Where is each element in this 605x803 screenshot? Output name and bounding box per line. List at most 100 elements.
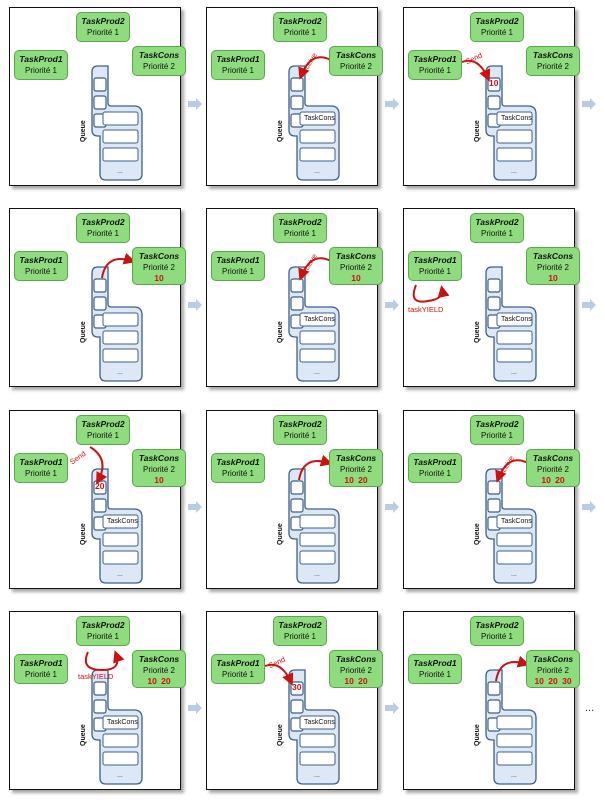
queue-row-1 <box>299 312 336 327</box>
queue-label: Queue <box>474 523 481 545</box>
task-priority: Priorité 2 <box>142 465 175 474</box>
flow-arrow <box>188 299 202 311</box>
queue-row-1 <box>496 312 533 327</box>
task-name: TaskProd1 <box>216 658 260 668</box>
queue-row-2 <box>496 330 533 345</box>
task-priority: Priorité 1 <box>221 66 254 75</box>
task-priority: Priorité 2 <box>536 465 569 474</box>
queue-row-2 <box>299 330 336 345</box>
queue-row-3 <box>496 751 533 766</box>
queue-row-2 <box>102 733 139 748</box>
received-values: 10 20 <box>344 676 368 686</box>
flow-arrow-shape <box>385 501 399 513</box>
task-priority: Priorité 1 <box>221 670 254 679</box>
task-name: TaskCons <box>532 251 574 261</box>
task-name: TaskProd2 <box>81 620 125 630</box>
queue-row-2 <box>102 129 139 144</box>
blocked-task-label: TaskCons <box>107 518 138 525</box>
task-priority: Priorité 1 <box>86 229 119 238</box>
panel-graphics <box>91 252 143 382</box>
queue-slot-1 <box>290 480 304 495</box>
queue-slot-2 <box>93 95 107 110</box>
queue-label: Queue <box>80 523 87 545</box>
flow-arrow-shape <box>188 299 202 311</box>
task-name: TaskCons <box>138 251 180 261</box>
task-priority: Priorité 1 <box>480 431 513 440</box>
queue-slot-2 <box>487 699 501 714</box>
task-name: TaskCons <box>532 654 574 664</box>
task-name: TaskProd2 <box>475 16 519 26</box>
flow-arrow <box>188 98 202 110</box>
task-name: TaskCons <box>335 50 377 60</box>
transfer-arrow <box>495 655 530 682</box>
flow-arrow-shape <box>582 98 596 110</box>
task-priority: Priorité 1 <box>283 229 316 238</box>
task-name: TaskProd2 <box>475 620 519 630</box>
task-priority: Priorité 1 <box>86 28 119 37</box>
task-name: TaskProd2 <box>278 620 322 630</box>
task-name: TaskProd2 <box>81 217 125 227</box>
panel-graphics <box>485 459 537 584</box>
blocked-task-label: TaskCons <box>501 316 532 323</box>
queue-row-2 <box>299 733 336 748</box>
task-name: TaskProd1 <box>216 457 260 467</box>
blocked-task-label: TaskCons <box>501 518 532 525</box>
blocked-task-label: TaskCons <box>304 316 335 323</box>
received-values: 10 20 <box>541 475 565 485</box>
queue-label: Queue <box>277 120 284 142</box>
panel-graphics <box>91 65 143 181</box>
queue-row-1 <box>299 514 336 529</box>
task-priority: Priorité 1 <box>283 28 316 37</box>
queue-row-3 <box>102 147 139 162</box>
queue-row-2 <box>102 532 139 547</box>
queue-slot-1 <box>290 681 304 696</box>
receive-arrow <box>495 459 529 483</box>
task-name: TaskCons <box>532 453 574 463</box>
task-name: TaskCons <box>532 50 574 60</box>
task-priority: Priorité 2 <box>536 62 569 71</box>
task-name: TaskProd1 <box>19 658 63 668</box>
task-name: TaskProd1 <box>413 54 457 64</box>
flow-arrow <box>385 702 399 714</box>
panel-graphics <box>288 257 340 382</box>
queue-slot-2 <box>290 95 304 110</box>
task-name: TaskProd1 <box>216 54 260 64</box>
queue-row-1 <box>496 715 533 730</box>
task-name: TaskProd2 <box>81 16 125 26</box>
received-values: 10 <box>548 273 558 283</box>
queue-row-2 <box>299 129 336 144</box>
flow-arrow-shape <box>385 702 399 714</box>
queue-label: Queue <box>277 321 284 343</box>
flow-arrow <box>582 98 596 110</box>
task-priority: Priorité 1 <box>24 267 57 276</box>
task-priority: Priorité 2 <box>142 62 175 71</box>
flow-arrow-shape <box>582 501 596 513</box>
queue-row-3 <box>496 147 533 162</box>
queue-label: Queue <box>80 724 87 746</box>
queue-row-3 <box>102 751 139 766</box>
queue-row-3 <box>496 550 533 565</box>
queue-row-3 <box>496 348 533 363</box>
task-name: TaskProd1 <box>19 54 63 64</box>
queue-row-3 <box>299 147 336 162</box>
